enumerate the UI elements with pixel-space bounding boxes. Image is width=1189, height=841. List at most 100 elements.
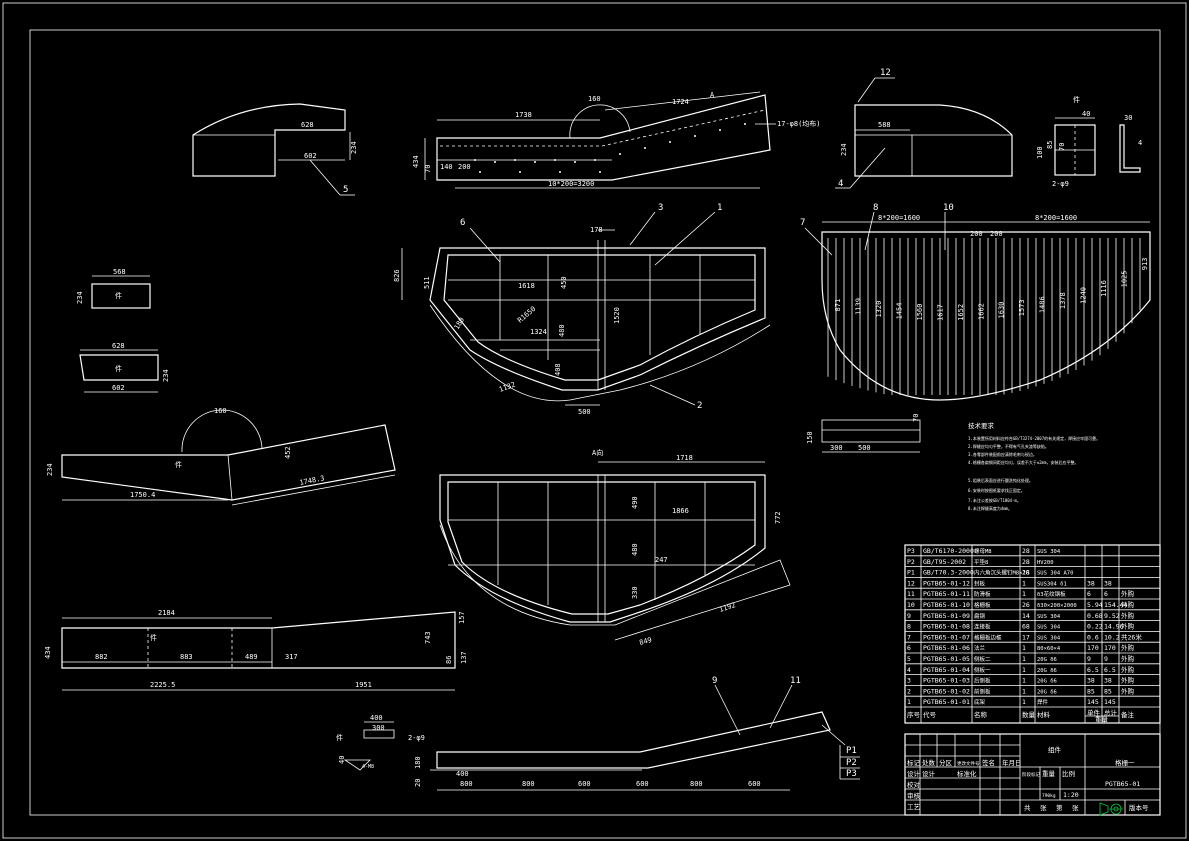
bom-cell: 1 xyxy=(907,698,911,706)
bom-cell: 前侧板 xyxy=(974,687,991,695)
bom-cell: GB/T6170-2000 xyxy=(923,547,974,555)
bom-cell: PGTB65-01-02 xyxy=(923,687,970,695)
dim-247: 247 xyxy=(655,556,668,564)
dim-602-b: 602 xyxy=(112,384,125,392)
grate-span-left: 8*200=1600 xyxy=(878,214,920,222)
bom-cell: SUS 304 A70 xyxy=(1037,571,1073,577)
bom-cell: 17 xyxy=(1022,633,1030,641)
dim-500: 500 xyxy=(578,408,591,416)
seg-6: 600 xyxy=(748,780,761,788)
bom-cell: 28 xyxy=(1022,569,1030,577)
projection-logo-icon xyxy=(1099,802,1123,816)
tb-label-process: 工艺 xyxy=(907,803,921,811)
part-label-3: 3 xyxy=(658,203,663,213)
view-small-b: 628 602 234 件 xyxy=(79,342,170,393)
bom-cell: SUS 304 xyxy=(1037,635,1061,641)
dim-section-300: 300 xyxy=(830,444,843,452)
dim-628-b: 628 xyxy=(112,342,125,350)
seg-3: 600 xyxy=(578,780,591,788)
bom-cell: PGTB65-01-11 xyxy=(923,590,970,598)
grate-vertical-dim: 1560 xyxy=(916,304,924,321)
bom-cell: GB/T70.3-2000 xyxy=(923,569,974,577)
dim-angle-160: 160 xyxy=(588,95,601,103)
bom-cell: 平垫8 xyxy=(974,558,988,566)
part-label-11: 11 xyxy=(790,676,801,686)
dim-480-bottom: 480 xyxy=(631,543,639,556)
grate-vertical-dim: 1652 xyxy=(957,304,965,321)
bom-cell: PGTB65-01-10 xyxy=(923,601,970,609)
dim-40: 40 xyxy=(1082,110,1090,118)
bom-cell: 170 xyxy=(1104,644,1116,652)
bom-cell: 1 xyxy=(1022,666,1026,674)
bom-cell: PGTB65-01-08 xyxy=(923,623,970,631)
tb-r2-1: 设计 xyxy=(922,769,936,778)
bom-cell: 外购 xyxy=(1121,589,1135,598)
dim-4: 4 xyxy=(1138,139,1142,147)
bom-cell: P2 xyxy=(907,558,915,566)
seg-1: 800 xyxy=(460,780,473,788)
tb-h3: 分区 xyxy=(939,758,953,767)
dim-180: 180 xyxy=(453,316,466,331)
dim-826: 826 xyxy=(393,269,401,282)
dim-plank-300: 300 xyxy=(372,724,385,732)
bom-header-cell: 数量 xyxy=(1022,710,1036,719)
bom-cell: 法兰 xyxy=(974,644,986,652)
bom-cell: 20G δ6 xyxy=(1037,689,1057,695)
bom-cell: P1 xyxy=(907,569,915,577)
bom-cell: 6 xyxy=(1104,590,1108,598)
tb-sheet-2: 张 xyxy=(1040,803,1047,812)
view-plank: 件 400 300 2-φ9 40 4-M8 180 20 400 800 80… xyxy=(336,676,860,791)
dim-70-bracket: 70 xyxy=(1058,143,1066,151)
bom-cell: PGTB65-01-07 xyxy=(923,633,970,641)
note-3: 3.各零部件装配前应清除毛刺与锐边。 xyxy=(968,451,1037,457)
bom-cell: 68 xyxy=(1022,623,1030,631)
title-block: 组件 格栅一 PGTB65-01 设计 校对 审核 工艺 标记 处数 分区 更改… xyxy=(904,733,1161,816)
grate-vertical-dim: 1240 xyxy=(1080,287,1088,304)
bom-cell: 3 xyxy=(907,677,911,685)
dim-234: 234 xyxy=(350,141,358,154)
dim-section-500: 500 xyxy=(858,444,871,452)
dim-bend-160: 160 xyxy=(214,407,227,415)
part-label-1: 1 xyxy=(717,203,722,213)
dim-r1650: R1650 xyxy=(516,305,537,325)
bom-header-cell: 材料 xyxy=(1037,710,1051,719)
tag-bent: 件 xyxy=(175,460,182,469)
bom-cell: 20G δ6 xyxy=(1037,679,1057,685)
bom-cell: 1 xyxy=(1022,579,1026,587)
bom-cell: 底架 xyxy=(974,698,986,706)
dim-849: 849 xyxy=(638,636,652,647)
dim-883: 883 xyxy=(180,653,193,661)
bom-cell: 1 xyxy=(1022,677,1026,685)
bom-cell: 4 xyxy=(907,666,911,674)
dim-1951: 1951 xyxy=(355,681,372,689)
bom-cell: PGTB65-01-03 xyxy=(923,677,970,685)
view-title-a: A向 xyxy=(592,448,603,457)
bracket-holes: 2-φ9 xyxy=(1052,180,1069,188)
view-frame-bottom: A向 1718 490 1866 480 247 772 330 849 119… xyxy=(439,448,791,647)
bom-cell: SUS 304 xyxy=(1037,625,1061,631)
dim-1718: 1718 xyxy=(676,454,693,462)
dim-140: 140 xyxy=(440,163,453,171)
technical-notes: 技术要求 1.本装置所用材料应符合GB/T3274-2007的有关规定，焊接应牢… xyxy=(968,421,1100,511)
part-label-5: 5 xyxy=(343,185,348,195)
part-label-8: 8 xyxy=(873,203,878,213)
bom-cell: 14.96 xyxy=(1104,623,1124,631)
bom-cell: 10 xyxy=(907,601,915,609)
grate-vertical-dim: 1139 xyxy=(854,298,862,315)
grate-vertical-dim: 1630 xyxy=(998,302,1006,319)
part-label-2: 2 xyxy=(697,401,702,411)
bom-cell: 外购 xyxy=(1121,654,1135,663)
note-6: 6.安装时按图纸要求找正固定。 xyxy=(968,487,1025,493)
dim-317: 317 xyxy=(285,653,298,661)
bom-cell: PGTB65-01-06 xyxy=(923,644,970,652)
bom-cell: 1 xyxy=(1022,687,1026,695)
bom-cell: 6.5 xyxy=(1104,666,1116,674)
grate-vertical-dim: 1454 xyxy=(895,303,903,320)
dim-100: 100 xyxy=(1036,146,1044,159)
part-label-7: 7 xyxy=(800,218,805,228)
dim-450: 450 xyxy=(560,276,568,289)
view-bracket: 件 40 30 85 70 100 4 2-φ9 xyxy=(1036,95,1142,188)
bom-cell: 外购 xyxy=(1121,665,1135,674)
